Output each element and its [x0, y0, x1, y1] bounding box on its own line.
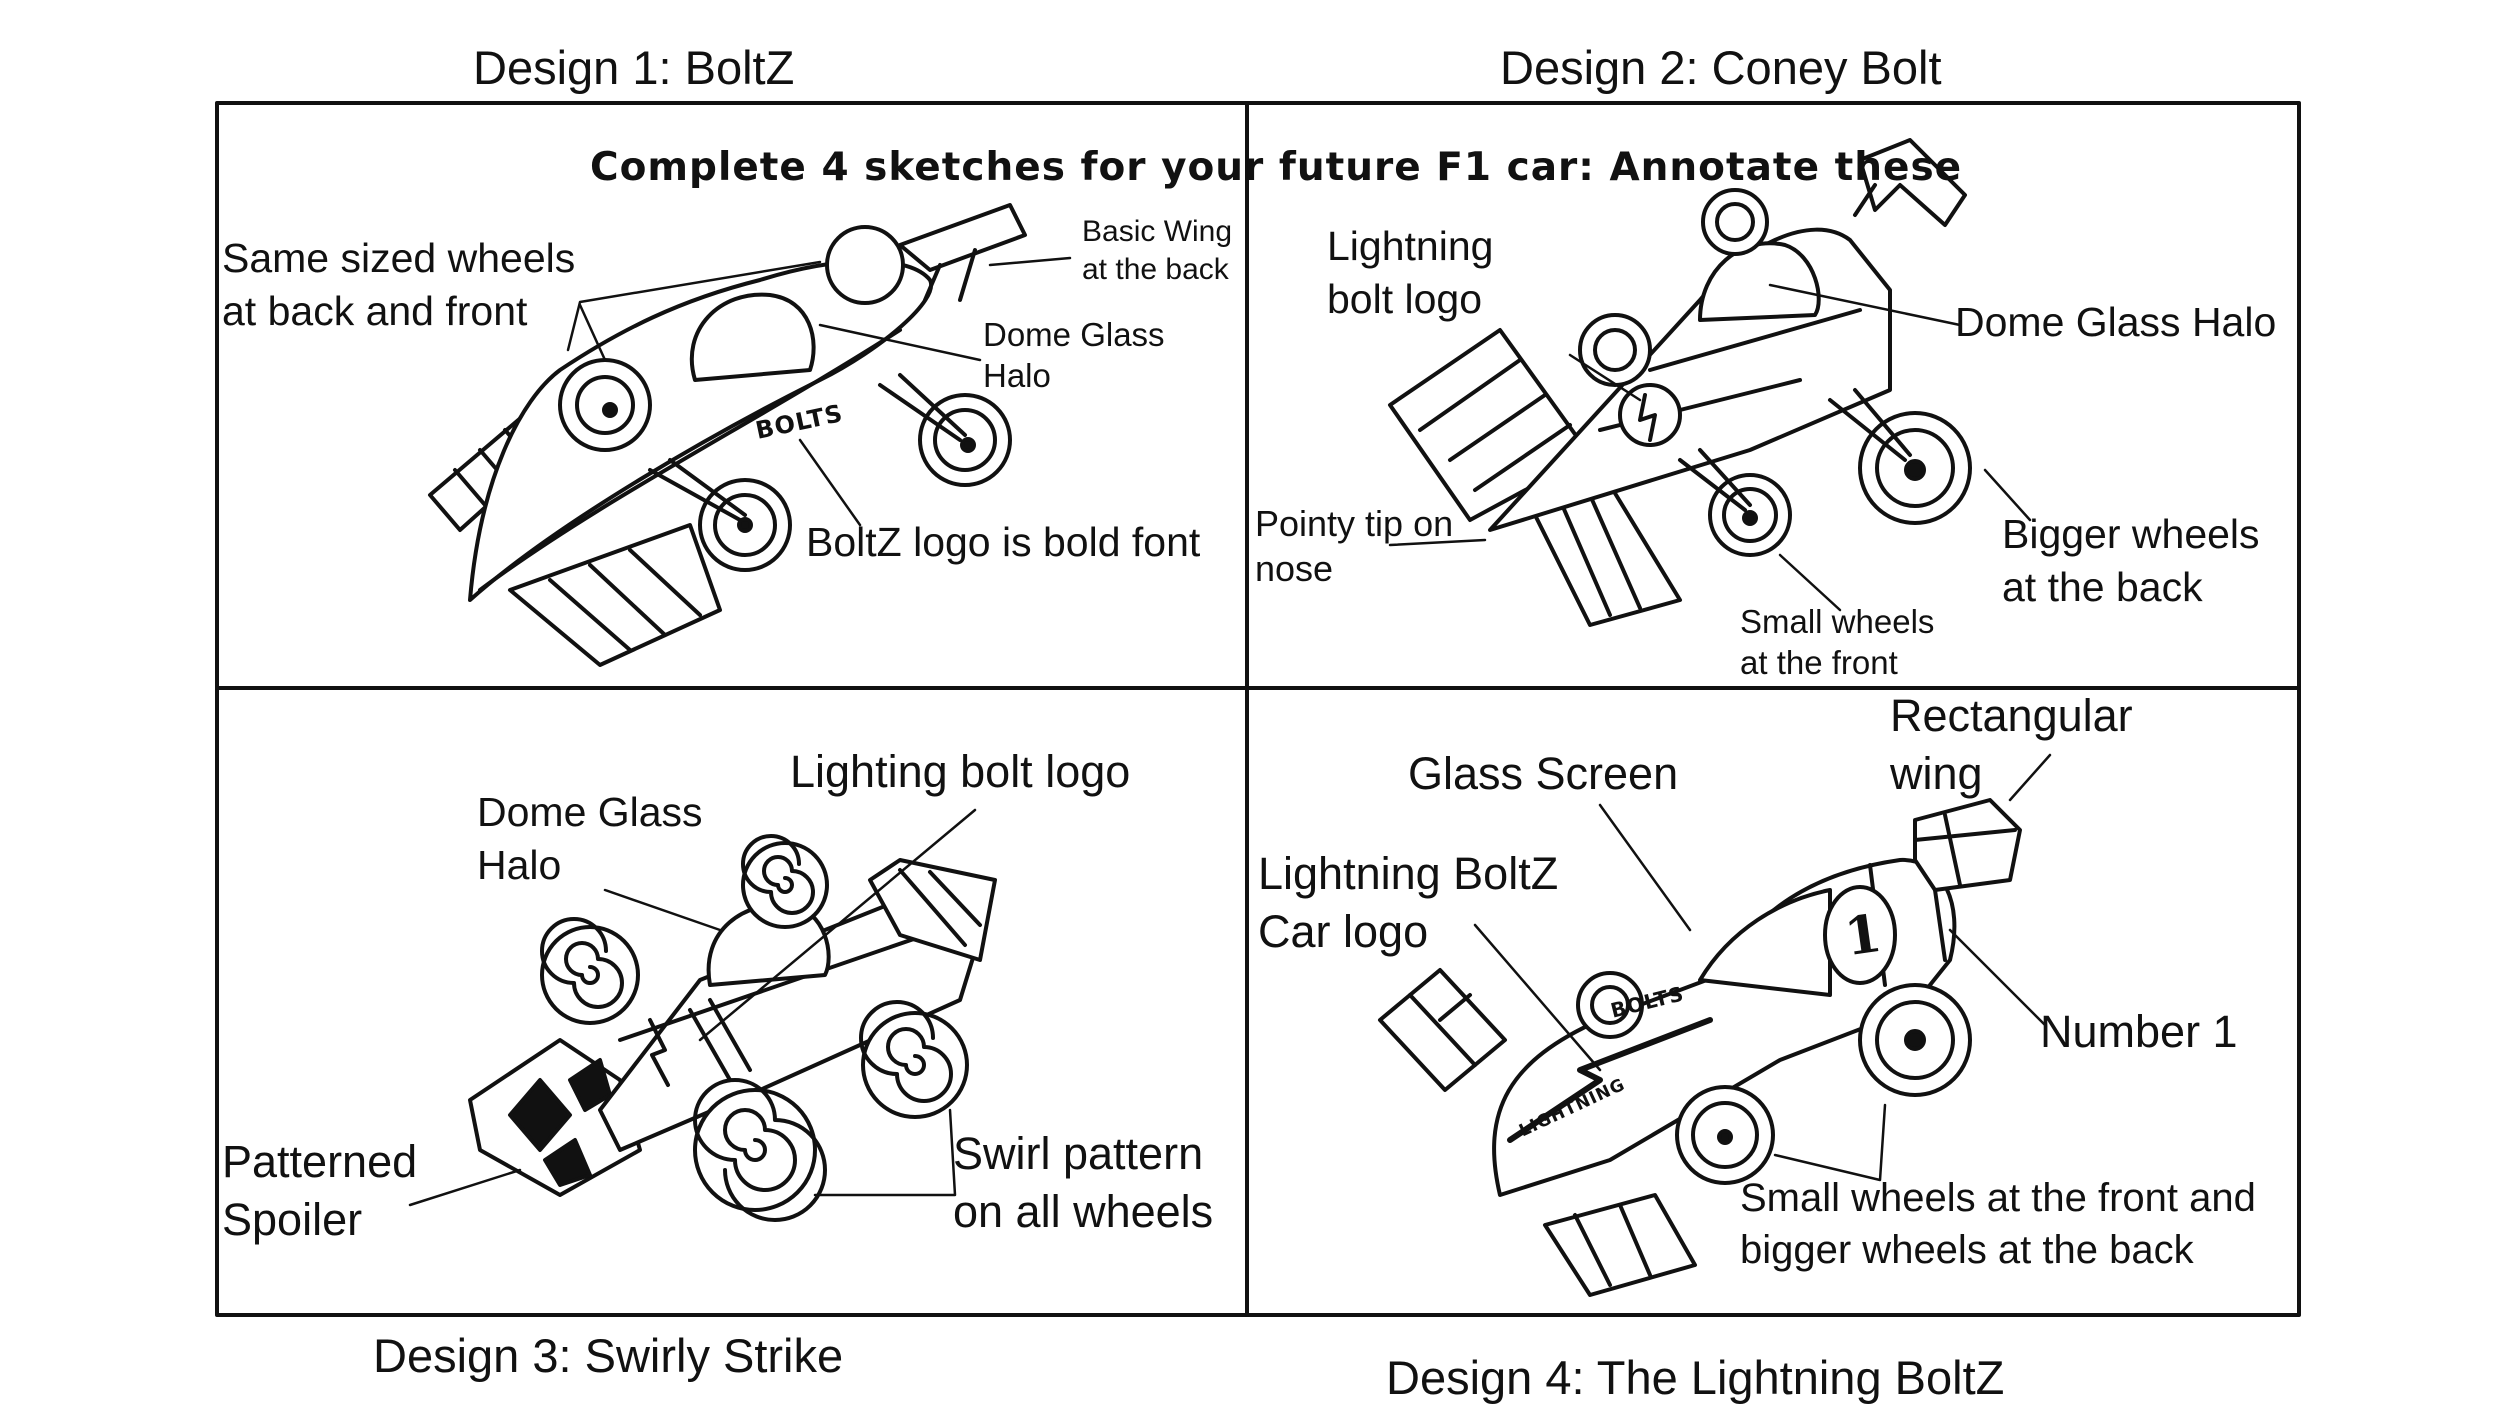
caption-design-1: Design 1: BoltZ — [473, 41, 795, 94]
label-dome-glass-halo-3: Dome Glass Halo — [477, 786, 703, 893]
panel1-leaders — [566, 256, 1072, 527]
caption-design-3: Design 3: Swirly Strike — [373, 1329, 844, 1382]
label-line: at the front — [1740, 644, 1898, 682]
label-line: Halo — [477, 842, 562, 889]
label-basic-wing: Basic Wing at the back — [1082, 213, 1232, 288]
label-line: Dome Glass — [983, 316, 1165, 353]
sketch-instructions: Complete 4 sketches for your future F1 c… — [590, 145, 1963, 190]
car-sketch-boltz — [428, 203, 1027, 667]
label-lightning-boltz-car-logo: Lightning BoltZ Car logo — [1258, 845, 1558, 960]
label-patterned-spoiler: Patterned Spoiler — [222, 1133, 417, 1248]
label-line: at back and front — [222, 288, 528, 335]
label-line: Car logo — [1258, 905, 1429, 957]
panel4-leaders — [1473, 753, 2052, 1182]
label-dome-glass-halo: Dome Glass Halo — [983, 314, 1165, 397]
label-bigger-wheels: Bigger wheels at the back — [2002, 508, 2260, 615]
label-line: Basic Wing — [1082, 215, 1233, 248]
label-rectangular-wing: Rectangular wing — [1890, 687, 2133, 802]
caption-design-2: Design 2: Coney Bolt — [1500, 41, 1942, 94]
panel2-leaders — [1388, 283, 2032, 612]
label-line: Bigger wheels — [2002, 511, 2260, 557]
label-lightning-bolt-logo: Lightning bolt logo — [1327, 220, 1493, 327]
label-small-wheels-front: Small wheels at the front — [1740, 601, 1934, 684]
label-line: bolt logo — [1327, 276, 1483, 323]
car-sketch-coney-bolt — [1388, 138, 1972, 627]
label-line: Lightning — [1327, 223, 1494, 269]
label-line: nose — [1255, 548, 1334, 589]
label-line: Pointy tip on — [1255, 503, 1454, 544]
label-line: bigger wheels at the back — [1740, 1228, 2194, 1272]
label-line: Small wheels — [1740, 603, 1935, 640]
label-line: at the back — [2002, 564, 2203, 611]
label-lighting-bolt-logo: Lighting bolt logo — [790, 746, 1131, 797]
swirl-wheels — [540, 834, 969, 1222]
label-line: wing — [1890, 747, 1983, 799]
label-boltz-logo-bold-font: BoltZ logo is bold font — [806, 519, 1201, 565]
label-line: on all wheels — [953, 1185, 1214, 1237]
label-pointy-tip: Pointy tip on nose — [1255, 501, 1453, 591]
label-same-sized-wheels: Same sized wheels at back and front — [222, 232, 575, 339]
label-line: Lightning BoltZ — [1258, 848, 1559, 899]
panel-grid — [215, 101, 2301, 1317]
label-line: Small wheels at the front and — [1740, 1176, 2256, 1220]
panel3-leaders — [408, 808, 977, 1207]
label-dome-glass-halo-2: Dome Glass Halo — [1955, 299, 2277, 345]
label-swirl-pattern: Swirl pattern on all wheels — [953, 1125, 1213, 1240]
label-line: Rectangular — [1890, 690, 2133, 741]
label-line: Patterned — [222, 1136, 418, 1187]
label-line: Same sized wheels — [222, 235, 576, 281]
label-line: at the back — [1082, 252, 1229, 286]
car-sketch-lightning-boltz — [1378, 798, 2022, 1297]
car-sketch-swirly-strike — [468, 834, 997, 1222]
label-line: Spoiler — [222, 1193, 363, 1245]
caption-design-4: Design 4: The Lightning BoltZ — [1386, 1351, 2005, 1404]
label-small-big-wheels: Small wheels at the front and bigger whe… — [1740, 1172, 2256, 1276]
label-line: Halo — [983, 357, 1051, 395]
label-glass-screen: Glass Screen — [1408, 748, 1679, 799]
label-line: Swirl pattern — [953, 1128, 1204, 1179]
label-line: Dome Glass — [477, 789, 703, 835]
label-number-1: Number 1 — [2040, 1006, 2238, 1057]
